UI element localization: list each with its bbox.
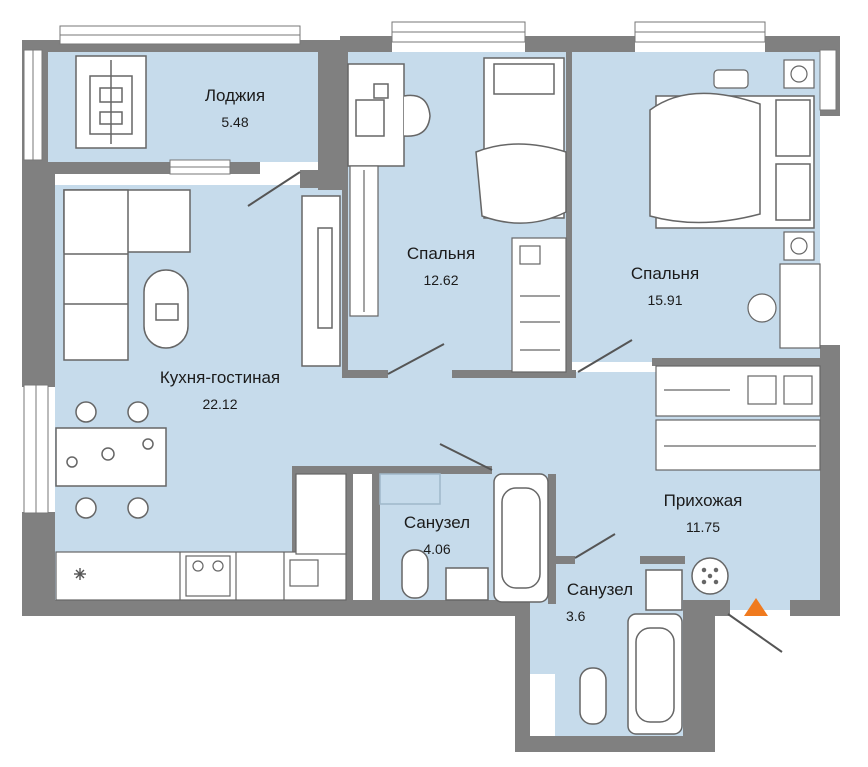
wall (318, 40, 344, 190)
niche-floor (530, 604, 555, 674)
triangle-entrance-icon (744, 598, 768, 616)
wall (790, 600, 840, 616)
coffee-table-icon (143, 269, 189, 349)
window (819, 49, 837, 111)
sofa-icon (63, 189, 191, 361)
wall (230, 162, 260, 174)
exercise-machine-icon (75, 55, 147, 149)
wall (342, 52, 348, 378)
tv-stand-icon (301, 195, 341, 367)
bathroom-2-fixtures (579, 569, 683, 735)
wall (292, 466, 492, 474)
room-label-loggia: Лоджия 5.48 (180, 86, 290, 130)
wall (640, 556, 685, 564)
wall (683, 600, 730, 616)
desk-icon (347, 63, 431, 167)
windows (23, 21, 837, 514)
wall (22, 512, 55, 612)
wall (22, 600, 530, 616)
room-area: 15.91 (647, 292, 683, 308)
wall (345, 474, 353, 604)
wall (820, 345, 840, 600)
bathtub-icon (627, 613, 683, 735)
room-label-bedroom-2: Спальня 15.91 (610, 264, 720, 308)
wall (340, 36, 392, 52)
wall (525, 36, 635, 52)
door-line (577, 339, 633, 373)
wall (515, 736, 715, 752)
room-area: 12.62 (423, 272, 459, 288)
room-area: 3.6 (566, 608, 586, 624)
wardrobe-icon (511, 237, 567, 373)
wall (342, 370, 388, 378)
kitchen-counter-icon (55, 473, 347, 601)
room-name: Санузел (566, 580, 634, 599)
room-name: Спальня (406, 244, 476, 263)
hallway-wardrobe-icon (655, 365, 821, 471)
wall (372, 474, 380, 604)
double-bed-icon (649, 92, 815, 229)
wall (566, 52, 572, 370)
room-name: Лоджия (204, 86, 266, 105)
room-name: Прихожая (663, 491, 743, 510)
single-bed-icon (475, 57, 567, 224)
bookshelf-icon (349, 165, 379, 317)
door-line (727, 613, 783, 653)
toilet-icon (579, 667, 607, 725)
room-label-hallway: Прихожая 11.75 (648, 491, 758, 535)
room-name: Спальня (630, 264, 700, 283)
sink-icon (445, 567, 489, 601)
wall (548, 474, 556, 604)
wall (765, 36, 825, 52)
door-line (439, 443, 493, 471)
slippers-icon (713, 69, 749, 89)
wall (683, 600, 715, 752)
wall (555, 556, 575, 564)
toilet-icon (401, 549, 429, 599)
vanity-desk-icon (747, 263, 821, 349)
door-line (387, 343, 445, 375)
ceiling-light-icon (691, 557, 729, 595)
room-label-bathroom-1: Санузел 4.06 (392, 513, 482, 557)
wall (22, 162, 55, 387)
door-line (574, 533, 616, 559)
bathroom-1-fixtures (379, 473, 549, 603)
bathtub-icon (493, 473, 549, 603)
room-label-kitchen-living: Кухня-гостиная 22.12 (140, 368, 300, 412)
room-area: 22.12 (202, 396, 238, 412)
wall (22, 162, 172, 174)
wall (452, 370, 576, 378)
room-area: 4.06 (423, 541, 451, 557)
room-area: 11.75 (686, 519, 720, 535)
room-label-bathroom-2: Санузел 3.6 (560, 580, 640, 624)
room-name: Санузел (403, 513, 471, 532)
room-label-bedroom-1: Спальня 12.62 (386, 244, 496, 288)
wall (300, 170, 342, 188)
door-line (247, 171, 301, 207)
snowflake-icon (74, 568, 86, 580)
fan-icon (783, 59, 815, 261)
room-name: Кухня-гостиная (159, 368, 281, 387)
dining-table-icon (55, 401, 167, 519)
sink-icon (645, 569, 683, 611)
door-lines (247, 171, 783, 653)
wall (652, 358, 820, 366)
room-area: 5.48 (221, 114, 249, 130)
wall (515, 600, 530, 740)
